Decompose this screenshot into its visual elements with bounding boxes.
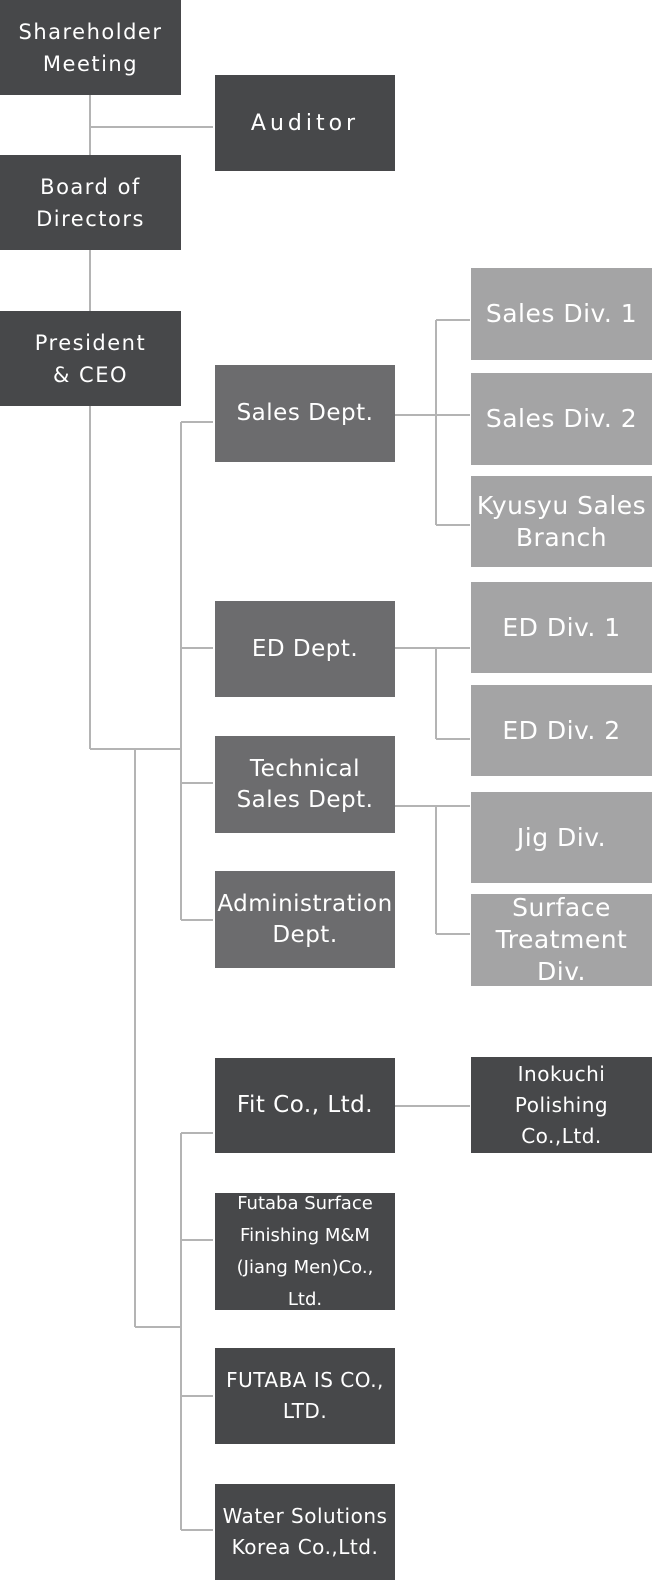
futaba-is-box: FUTABA IS CO., LTD. bbox=[215, 1348, 395, 1444]
ed-div-1-box: ED Div. 1 bbox=[471, 582, 652, 673]
sales-div-2-box: Sales Div. 2 bbox=[471, 373, 652, 465]
jig-div-box: Jig Div. bbox=[471, 792, 652, 883]
sales-dept-box: Sales Dept. bbox=[215, 365, 395, 462]
ed-dept-box: ED Dept. bbox=[215, 601, 395, 697]
ed-div-2-box: ED Div. 2 bbox=[471, 685, 652, 776]
water-solutions-korea-box: Water Solutions Korea Co.,Ltd. bbox=[215, 1484, 395, 1580]
surface-treatment-div-box: Surface Treatment Div. bbox=[471, 893, 652, 986]
sales-div-1-box: Sales Div. 1 bbox=[471, 268, 652, 360]
shareholder-meeting-box: Shareholder Meeting bbox=[0, 0, 181, 95]
kyusyu-sales-branch-box: Kyusyu Sales Branch bbox=[471, 476, 652, 567]
administration-dept-box: Administration Dept. bbox=[215, 871, 395, 968]
board-of-directors-box: Board of Directors bbox=[0, 155, 181, 250]
technical-sales-dept-box: Technical Sales Dept. bbox=[215, 736, 395, 833]
futaba-surface-finishing-box: Futaba Surface Finishing M&M (Jiang Men)… bbox=[215, 1193, 395, 1310]
auditor-box: Auditor bbox=[215, 75, 395, 171]
fit-co-box: Fit Co., Ltd. bbox=[215, 1058, 395, 1153]
inokuchi-polishing-box: Inokuchi Polishing Co.,Ltd. bbox=[471, 1057, 652, 1153]
president-ceo-box: President & CEO bbox=[0, 311, 181, 406]
